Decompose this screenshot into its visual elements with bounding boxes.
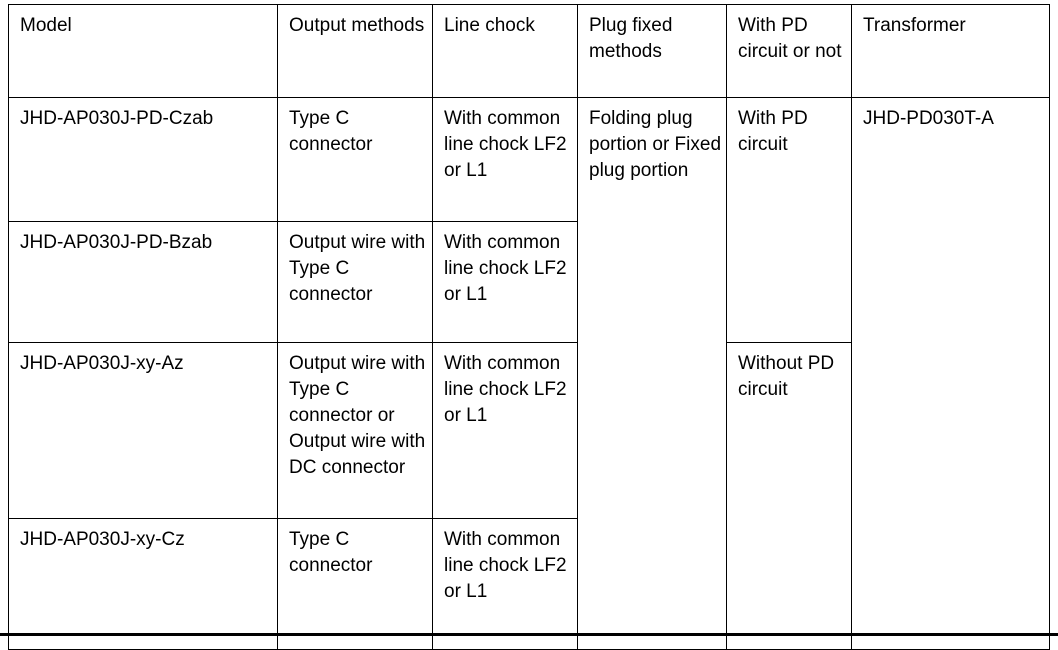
- cell-model: JHD-AP030J-xy-Cz: [8, 518, 278, 650]
- column-header-plug: Plug fixed methods: [577, 4, 727, 98]
- cell-pd: Without PD circuit: [726, 342, 852, 650]
- cell-model: JHD-AP030J-xy-Az: [8, 342, 278, 519]
- cell-transformer: JHD-PD030T-A: [851, 97, 1050, 650]
- cell-model: JHD-AP030J-PD-Bzab: [8, 221, 278, 343]
- cell-output: Type C connector: [277, 518, 433, 650]
- cell-output: Output wire with Type C connector or Out…: [277, 342, 433, 519]
- cell-chock: With common line chock LF2 or L1: [432, 221, 578, 343]
- column-header-transformer: Transformer: [851, 4, 1050, 98]
- cell-output: Output wire with Type C connector: [277, 221, 433, 343]
- column-header-model: Model: [8, 4, 278, 98]
- page-bottom-rule: [0, 633, 1058, 636]
- cell-chock: With common line chock LF2 or L1: [432, 97, 578, 222]
- spec-table-container: Model Output methods Line chock Plug fix…: [8, 4, 1050, 650]
- table-row: JHD-AP030J-PD-Czab Type C connector With…: [8, 97, 1050, 650]
- table-row: JHD-AP030J-PD-Bzab Output wire with Type…: [8, 221, 1050, 343]
- table-header-row: Model Output methods Line chock Plug fix…: [8, 4, 1050, 98]
- cell-output: Type C connector: [277, 97, 433, 222]
- column-header-pd: With PD circuit or not: [726, 4, 852, 98]
- column-header-chock: Line chock: [432, 4, 578, 98]
- column-header-output: Output methods: [277, 4, 433, 98]
- cell-chock: With common line chock LF2 or L1: [432, 518, 578, 650]
- model-specification-table: Model Output methods Line chock Plug fix…: [8, 4, 1050, 650]
- table-body: JHD-AP030J-PD-Czab Type C connector With…: [8, 97, 1050, 650]
- table-header: Model Output methods Line chock Plug fix…: [8, 4, 1050, 98]
- cell-chock: With common line chock LF2 or L1: [432, 342, 578, 519]
- table-row: JHD-AP030J-xy-Az Output wire with Type C…: [8, 342, 1050, 650]
- table-row: JHD-AP030J-xy-Cz Type C connector With c…: [8, 518, 1050, 650]
- cell-model: JHD-AP030J-PD-Czab: [8, 97, 278, 222]
- cell-pd: With PD circuit: [726, 97, 852, 343]
- cell-plug: Folding plug portion or Fixed plug porti…: [577, 97, 727, 650]
